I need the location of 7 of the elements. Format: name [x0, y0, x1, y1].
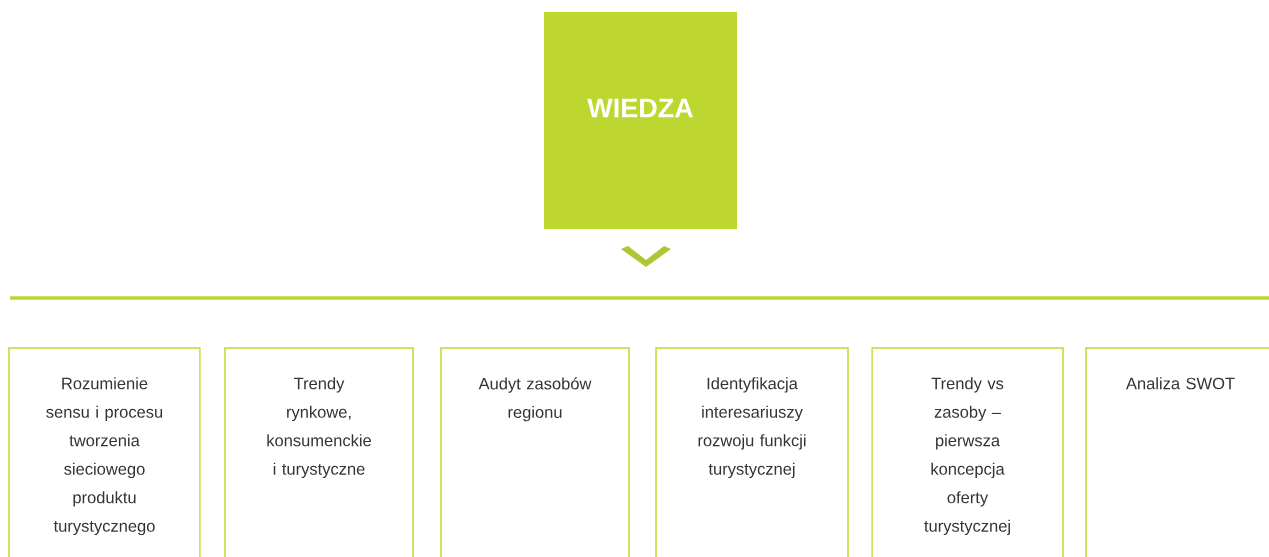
title-box: WIEDZA — [544, 12, 737, 229]
step-box: Trendy vs zasoby – pierwsza koncepcja oferty turystycznej — [871, 347, 1064, 557]
step-box: Rozumienie sensu i procesu tworzenia sieciowego produktu turystycznego — [8, 347, 201, 557]
step-box: Analiza SWOT — [1085, 347, 1269, 557]
step-box: Identyfikacja interesariuszy rozwoju funkcji turystycznej — [655, 347, 849, 557]
step-box: Trendy rynkowe, konsumenckie i turystyczne — [224, 347, 414, 557]
step-box: Audyt zasobów regionu — [440, 347, 630, 557]
